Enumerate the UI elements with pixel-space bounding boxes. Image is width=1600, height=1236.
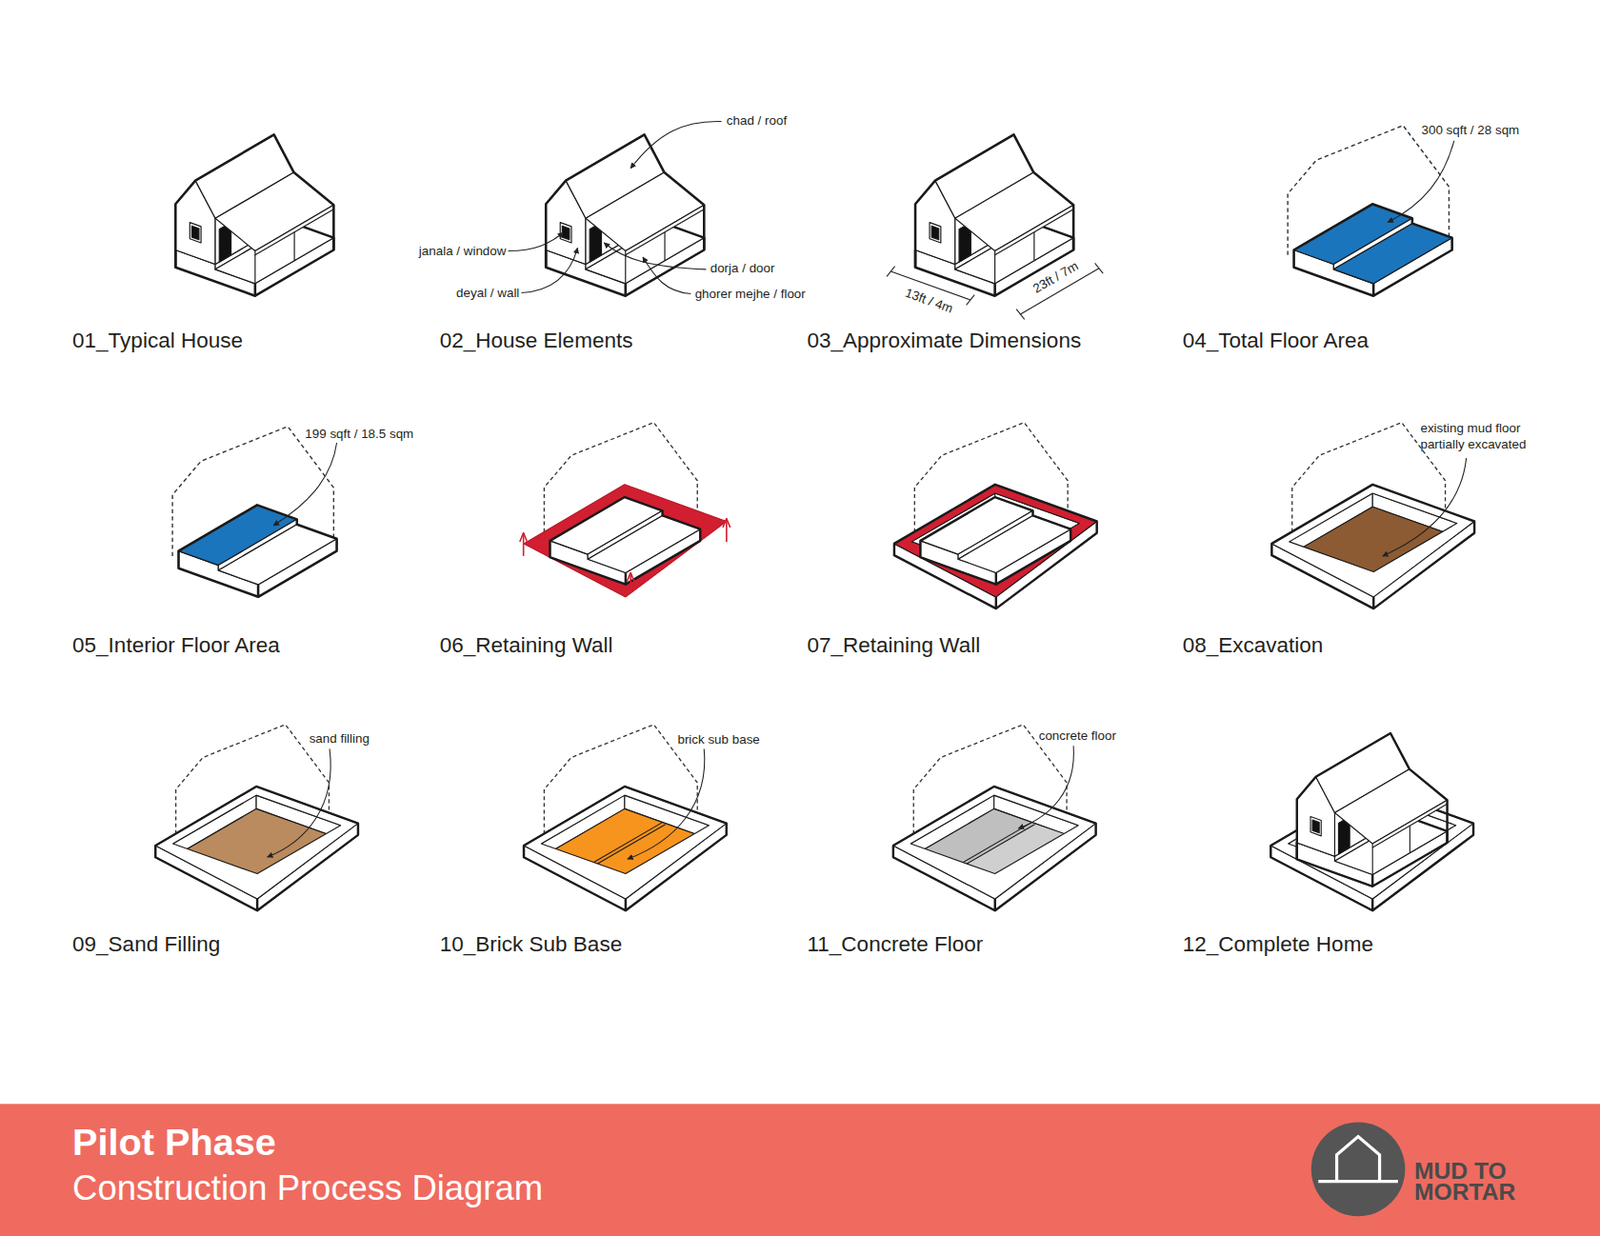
floor-slab <box>920 497 1071 585</box>
retaining-wall <box>1271 484 1475 609</box>
panel-caption: 06_Retaining Wall <box>440 631 614 658</box>
label-slot: deyal / wall <box>456 285 520 302</box>
page-caption: Construction Process Diagram <box>72 1169 543 1208</box>
label-slot: 300 sqft / 28 sqm <box>1421 123 1520 140</box>
label-slot: Pilot Phase <box>72 1122 277 1165</box>
panel-caption: 08_Excavation <box>1182 631 1324 658</box>
label-slot: 07_Retaining Wall <box>807 631 981 658</box>
house-figure <box>175 134 334 296</box>
label-slot: Construction Process Diagram <box>72 1169 543 1208</box>
label-slot: existing mud floor partially excavated <box>1420 421 1535 454</box>
house-figure <box>545 134 704 296</box>
label-slot: concrete floor <box>1039 728 1117 745</box>
callout-label: sand filling <box>309 731 370 748</box>
callout-label: existing mud floor partially excavated <box>1420 421 1535 454</box>
panel-caption: 03_Approximate Dimensions <box>807 327 1082 354</box>
label-slot: 11_Concrete Floor <box>807 930 984 957</box>
label-slot: dorja / door <box>710 260 776 278</box>
retaining-wall <box>523 786 727 911</box>
label-slot: 02_House Elements <box>440 327 634 354</box>
panel-caption: 09_Sand Filling <box>72 930 220 957</box>
callout-label: concrete floor <box>1039 728 1117 745</box>
label-slot: 06_Retaining Wall <box>440 631 614 658</box>
panel-caption: 02_House Elements <box>440 327 634 354</box>
label-slot: 01_Typical House <box>72 327 243 354</box>
label-slot: 12_Complete Home <box>1182 930 1374 957</box>
house-figure <box>1297 733 1448 887</box>
panel-caption: 04_Total Floor Area <box>1182 327 1369 354</box>
label-slot: 03_Approximate Dimensions <box>807 327 1082 354</box>
panel-caption: 11_Concrete Floor <box>807 930 984 957</box>
leader-lines <box>267 120 1467 860</box>
lift-arrows <box>523 519 727 590</box>
retaining-wall <box>893 786 1097 911</box>
label-slot: 08_Excavation <box>1182 631 1324 658</box>
retaining-wall <box>155 786 359 911</box>
panel-caption: 12_Complete Home <box>1182 930 1374 957</box>
page-title: Pilot Phase <box>72 1122 277 1165</box>
callout-label: janala / window <box>419 243 507 260</box>
callout-label: deyal / wall <box>456 285 520 302</box>
label-slot: janala / window <box>419 243 507 260</box>
logo-text: MUD TO MORTAR <box>1414 1160 1529 1203</box>
retaining-wall <box>894 484 1098 609</box>
wall-footprint <box>523 484 727 598</box>
area-label: 300 sqft / 28 sqm <box>1421 123 1520 140</box>
floor-slab <box>1294 203 1453 296</box>
label-slot: 10_Brick Sub Base <box>440 930 622 957</box>
floor-slab <box>550 497 701 585</box>
area-label: 199 sqft / 18.5 sqm <box>304 426 414 443</box>
label-slot: MUD TO MORTAR <box>1414 1160 1529 1203</box>
label-slot: sand filling <box>309 731 370 748</box>
label-slot: 09_Sand Filling <box>72 930 220 957</box>
callout-label: ghorer mejhe / floor <box>695 286 806 303</box>
panel-caption: 07_Retaining Wall <box>807 631 981 658</box>
floor-slab <box>179 504 338 597</box>
label-slot: brick sub base <box>677 732 760 749</box>
callout-label: brick sub base <box>677 732 760 749</box>
label-slot: 199 sqft / 18.5 sqm <box>304 426 414 443</box>
label-slot: 05_Interior Floor Area <box>72 631 280 658</box>
dimension-label: 13ft / 4m <box>902 285 956 319</box>
logo-mark <box>1311 1122 1406 1218</box>
panel-caption: 10_Brick Sub Base <box>440 930 622 957</box>
label-slot: chad / roof <box>726 113 787 130</box>
callout-label: chad / roof <box>726 113 787 130</box>
label-slot: 04_Total Floor Area <box>1182 327 1369 354</box>
panel-caption: 05_Interior Floor Area <box>72 631 280 658</box>
label-slot: ghorer mejhe / floor <box>695 286 806 303</box>
label-slot: 13ft / 4m <box>902 285 956 319</box>
callout-label: dorja / door <box>710 260 776 278</box>
panel-caption: 01_Typical House <box>72 327 243 354</box>
